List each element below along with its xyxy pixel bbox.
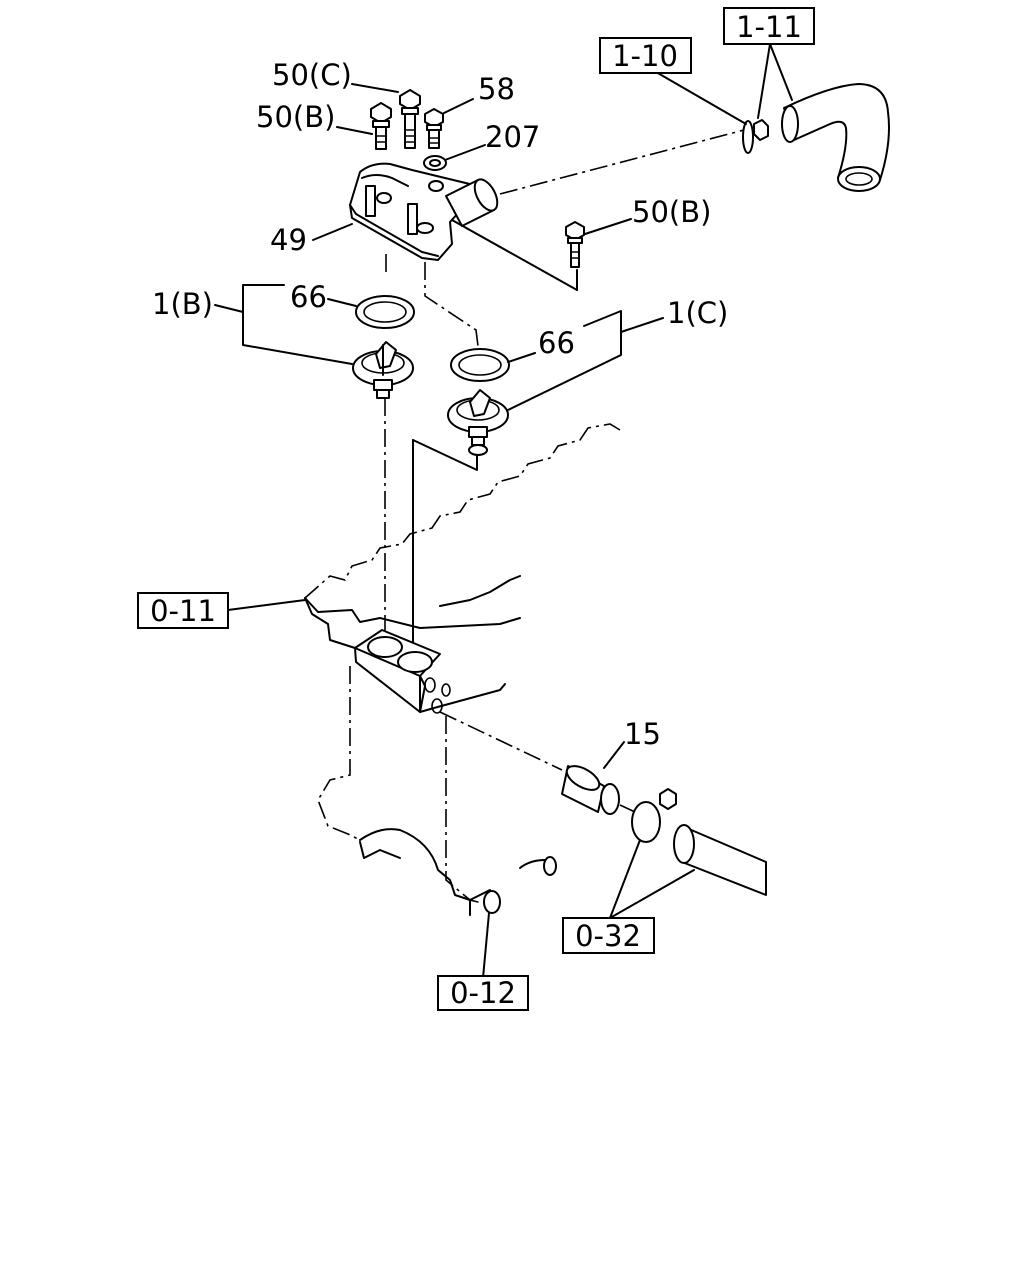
cylinder-block (317, 666, 557, 916)
label-66-right: 66 (538, 326, 575, 360)
svg-text:0-12: 0-12 (450, 976, 516, 1010)
connector-15 (561, 765, 620, 815)
label-1b: 1(B) (152, 287, 213, 321)
washer-207 (423, 155, 447, 171)
hose-lower (673, 824, 767, 896)
cylinder-head (304, 423, 621, 714)
label-66-left: 66 (290, 280, 327, 314)
label-49: 49 (270, 223, 307, 257)
bolt-58 (424, 108, 444, 149)
thermostat-housing-49 (349, 162, 499, 261)
svg-text:0-11: 0-11 (150, 594, 216, 628)
label-50b-top: 50(B) (256, 100, 335, 134)
svg-text:1-10: 1-10 (612, 39, 678, 73)
label-207: 207 (485, 120, 540, 154)
ref-box-1-11[interactable]: 1-11 (723, 7, 815, 45)
label-58: 58 (478, 72, 515, 106)
hose-upper (781, 83, 890, 192)
bolt-50b-top (370, 102, 392, 150)
gasket-66-right (450, 348, 510, 382)
leader-lines (214, 43, 793, 979)
label-15: 15 (624, 717, 661, 751)
label-50c: 50(C) (272, 58, 352, 92)
ref-box-0-11[interactable]: 0-11 (137, 592, 229, 629)
svg-text:0-32: 0-32 (575, 919, 641, 953)
label-1c: 1(C) (667, 296, 728, 330)
label-50b-right: 50(B) (632, 195, 711, 229)
hose-clamp-upper (742, 119, 769, 154)
thermostat-1b (352, 341, 414, 399)
ref-box-1-10[interactable]: 1-10 (599, 37, 692, 74)
gasket-66-left (355, 295, 415, 329)
thermostat-1c (447, 389, 509, 456)
ref-box-0-32[interactable]: 0-32 (562, 917, 655, 954)
bolt-50b-right (565, 221, 585, 268)
hose-clamp-lower (631, 788, 677, 843)
ref-box-0-12[interactable]: 0-12 (437, 975, 529, 1011)
svg-text:1-11: 1-11 (736, 10, 802, 44)
bolt-50c (399, 89, 421, 149)
